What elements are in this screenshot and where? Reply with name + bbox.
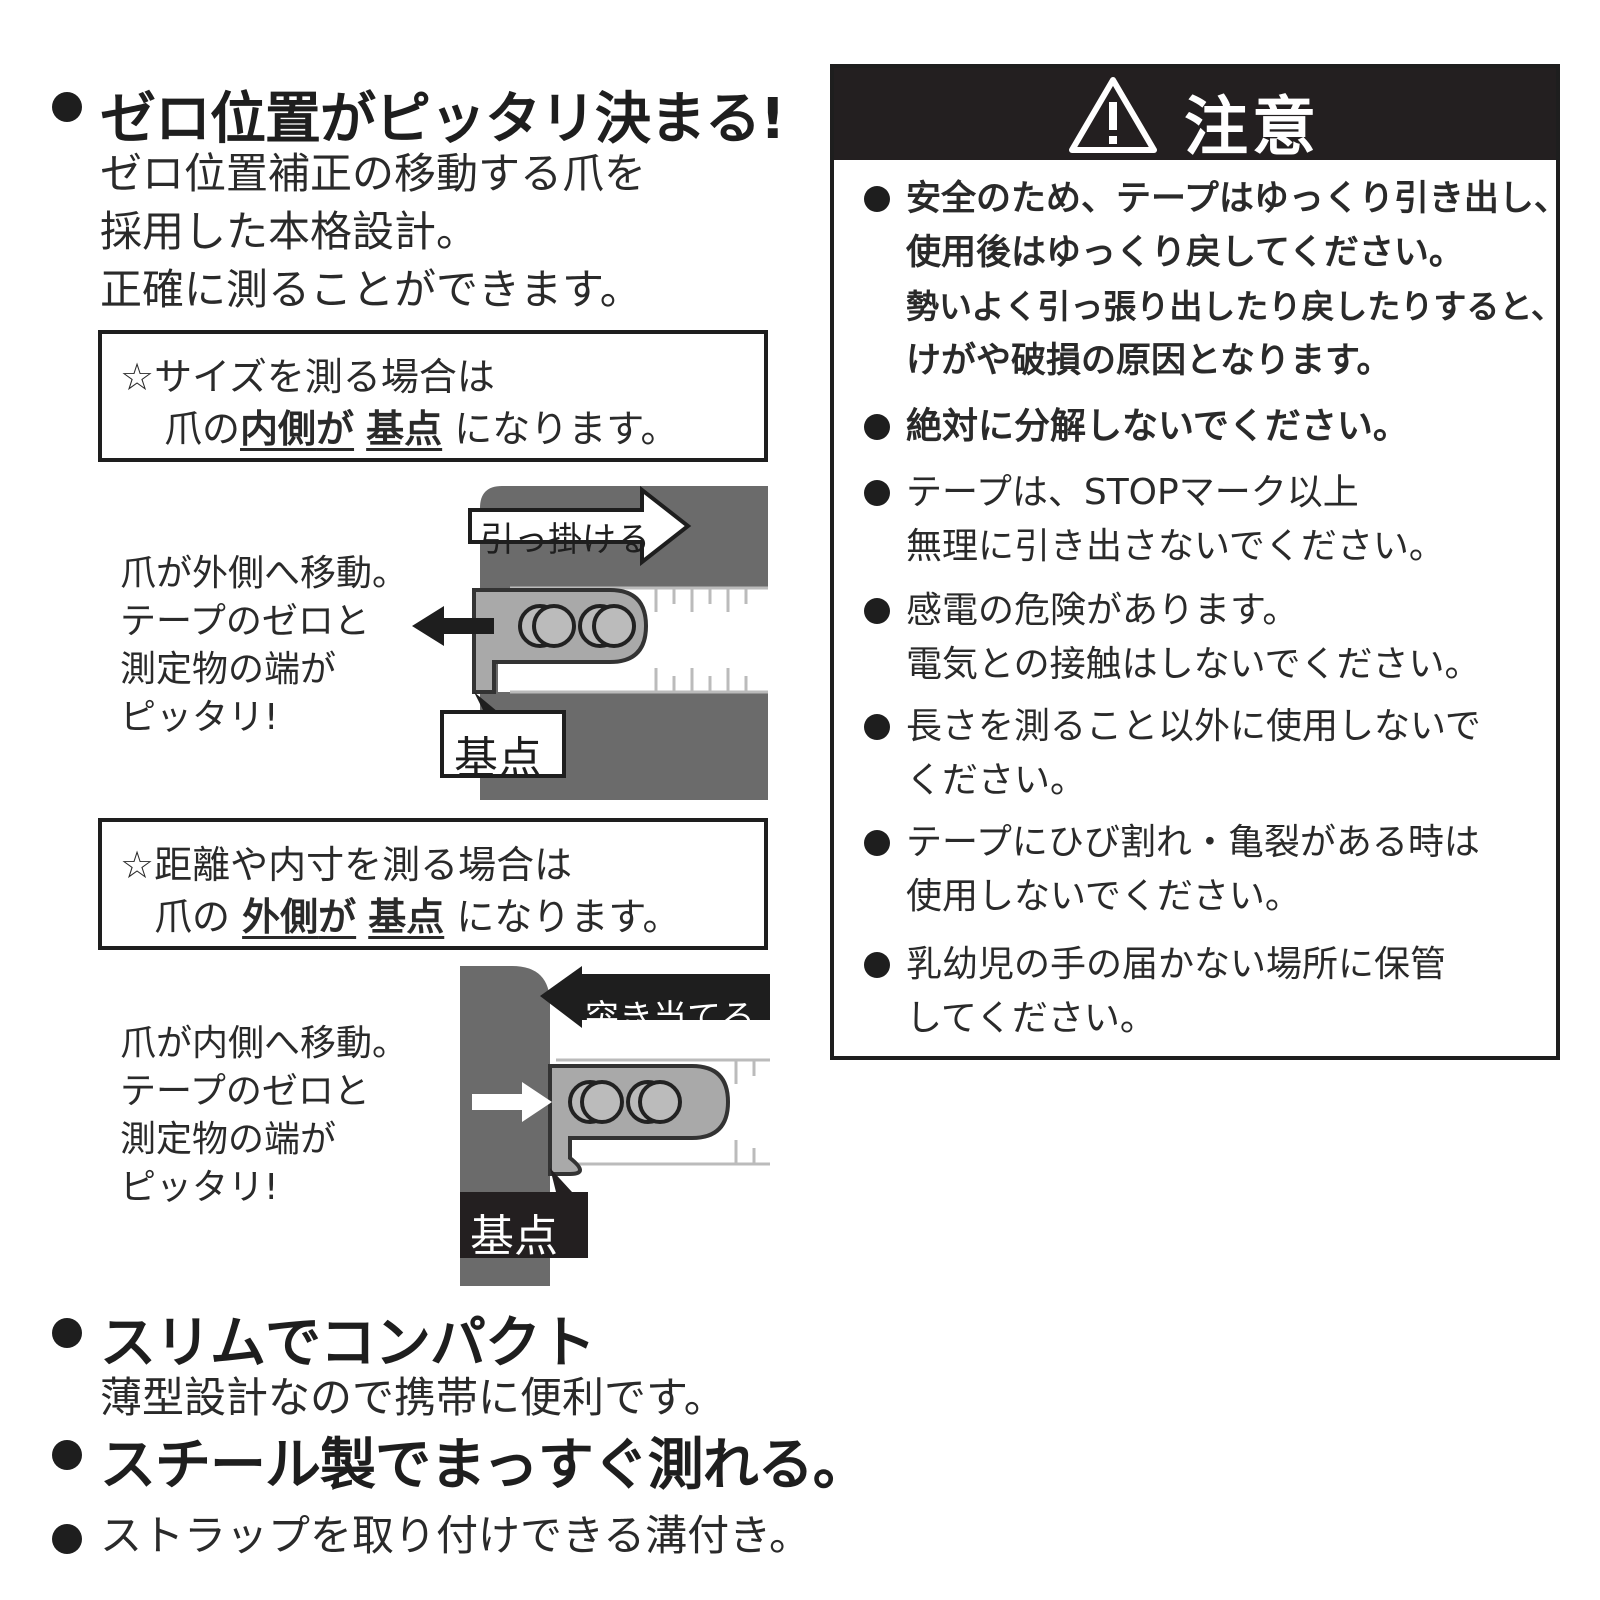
feature-desc-line-3: 正確に測ることができます。	[100, 265, 642, 314]
feature-desc-line-2: 採用した本格設計。	[100, 207, 479, 256]
tip-outer-side: 外側	[242, 895, 319, 939]
diagram1-caption-line: 爪が外側へ移動。	[120, 553, 409, 594]
tip-post: になります。	[454, 407, 679, 451]
tape-ticks	[556, 1058, 770, 1166]
bullet-dot	[864, 714, 890, 740]
tip-base-point: 基点	[368, 895, 445, 939]
caution-line: 勢いよく引っ張り出したり戻したりすると、	[906, 287, 1565, 326]
rivet	[592, 604, 636, 648]
feature-heading-steel: スチール製でまっすぐ測れる。	[100, 1433, 869, 1498]
caution-line: 使用後はゆっくり戻してください。	[906, 233, 1464, 273]
bullet-dot	[52, 1440, 82, 1470]
caution-item-1: 安全のため、テープはゆっくり引き出し、 使用後はゆっくり戻してください。 勢いよ…	[906, 172, 1569, 388]
diagram1-caption-line: 測定物の端が	[120, 649, 337, 690]
bullet-dot	[52, 92, 82, 122]
diagram2-push-label: 突き当てる	[585, 998, 755, 1038]
caution-title: 注意	[1184, 91, 1320, 165]
caution-box: 注意 安全のため、テープはゆっくり引き出し、 使用後はゆっくり戻してください。 …	[830, 64, 1569, 1060]
diagram1-hook-label: 引っ掛ける	[480, 520, 650, 560]
diagram2-caption-line: ピッタリ!	[120, 1167, 279, 1208]
diagram1-outward-hook-illustration	[412, 486, 768, 800]
caution-header: 注意	[834, 68, 1556, 165]
feature-strap-groove: ストラップを取り付けできる溝付き。	[100, 1511, 812, 1560]
tip-box-outer-base: ☆距離や内寸を測る場合は 爪の 外側が 基点 になります。	[98, 818, 768, 950]
rivet	[638, 1080, 682, 1124]
diagram2-caption-line: 測定物の端が	[120, 1119, 337, 1160]
caution-item-7: 乳幼児の手の届かない場所に保管 してください。	[906, 938, 1446, 1046]
diagram1-caption-line: テープのゼロと	[120, 601, 370, 642]
caution-line: してください。	[906, 998, 1156, 1039]
warning-triangle-icon	[1069, 77, 1157, 153]
bullet-dot	[52, 1524, 82, 1554]
tip-inner-side: 内側	[240, 407, 317, 451]
tip-ga: が	[316, 407, 355, 451]
arrow-right-icon	[472, 1082, 552, 1122]
tip-box-line-2: 爪の内側が 基点 になります。	[164, 398, 678, 453]
caution-line: 電気との接触はしないでください。	[906, 644, 1481, 685]
rivet	[580, 1080, 624, 1124]
base-pointer	[474, 692, 498, 712]
tip-base-point: 基点	[366, 407, 443, 451]
base-label-box	[440, 710, 566, 778]
arrow-left-icon	[412, 606, 494, 646]
diagram1-caption: 爪が外側へ移動。 テープのゼロと 測定物の端が ピッタリ!	[120, 550, 408, 742]
caution-item-5: 長さを測ること以外に使用しないで ください。	[906, 700, 1481, 808]
tip-box-line-1: ☆距離や内寸を測る場合は	[120, 843, 573, 887]
bullet-dot	[864, 830, 890, 856]
caution-line: テープは、STOPマーク以上	[906, 472, 1359, 513]
caution-line: 使用しないでください。	[906, 876, 1301, 917]
bullet-dot	[864, 186, 890, 212]
caution-item-6: テープにひび割れ・亀裂がある時は 使用しないでください。	[906, 816, 1480, 924]
caution-line: 安全のため、テープはゆっくり引き出し、	[906, 179, 1569, 219]
diagram2-caption-line: テープのゼロと	[120, 1071, 370, 1112]
base-pointer	[550, 1168, 572, 1192]
tip-pre: 爪の	[164, 407, 241, 451]
feature-heading-slim: スリムでコンパクト	[100, 1311, 596, 1376]
caution-line: 長さを測ること以外に使用しないで	[906, 706, 1481, 747]
hook-label-arrow	[468, 486, 692, 567]
caution-line: テープにひび割れ・亀裂がある時は	[906, 822, 1480, 863]
diagram1-base-label: 基点	[454, 733, 542, 784]
tip-pre: 爪の	[154, 895, 231, 939]
push-label-arrow	[540, 966, 770, 1028]
caution-item-2: 絶対に分解しないでください。	[906, 400, 1409, 454]
caution-line: ください。	[906, 760, 1087, 801]
feature-desc-line-1: ゼロ位置補正の移動する爪を	[100, 149, 647, 198]
caution-item-4: 感電の危険があります。 電気との接触はしないでください。	[906, 584, 1481, 692]
diagram2-caption: 爪が内側へ移動。 テープのゼロと 測定物の端が ピッタリ!	[120, 1020, 408, 1212]
diagram1-caption-line: ピッタリ!	[120, 697, 279, 738]
tip-post: になります。	[456, 895, 681, 939]
diagram2-caption-line: 爪が内側へ移動。	[120, 1023, 409, 1064]
rivet	[532, 604, 576, 648]
caution-line: 絶対に分解しないでください。	[906, 406, 1409, 447]
bullet-dot	[864, 952, 890, 978]
bullet-dot	[864, 598, 890, 624]
caution-line: けがや破損の原因となります。	[906, 341, 1392, 381]
caution-line: 無理に引き出さないでください。	[906, 526, 1445, 567]
feature-desc-slim: 薄型設計なので携帯に便利です。	[100, 1373, 726, 1422]
diagram2-inward-push-illustration	[460, 966, 770, 1286]
tip-ga: が	[318, 895, 357, 939]
diagram2-base-label: 基点	[470, 1211, 558, 1262]
tip-box-line-2: 爪の 外側が 基点 になります。	[154, 886, 681, 941]
base-label-box	[460, 1192, 588, 1258]
feature-heading-zero-position: ゼロ位置がピッタリ決まる!	[100, 87, 786, 152]
caution-line: 乳幼児の手の届かない場所に保管	[906, 944, 1447, 985]
tape-ticks	[510, 586, 768, 694]
bullet-dot	[864, 480, 890, 506]
tip-box-line-1: ☆サイズを測る場合は	[120, 355, 495, 399]
caution-line: 感電の危険があります。	[906, 590, 1299, 631]
caution-item-3: テープは、STOPマーク以上 無理に引き出さないでください。	[906, 466, 1445, 574]
tip-box-inner-base: ☆サイズを測る場合は 爪の内側が 基点 になります。	[98, 330, 768, 462]
bullet-dot	[52, 1318, 82, 1348]
bullet-dot	[864, 414, 890, 440]
